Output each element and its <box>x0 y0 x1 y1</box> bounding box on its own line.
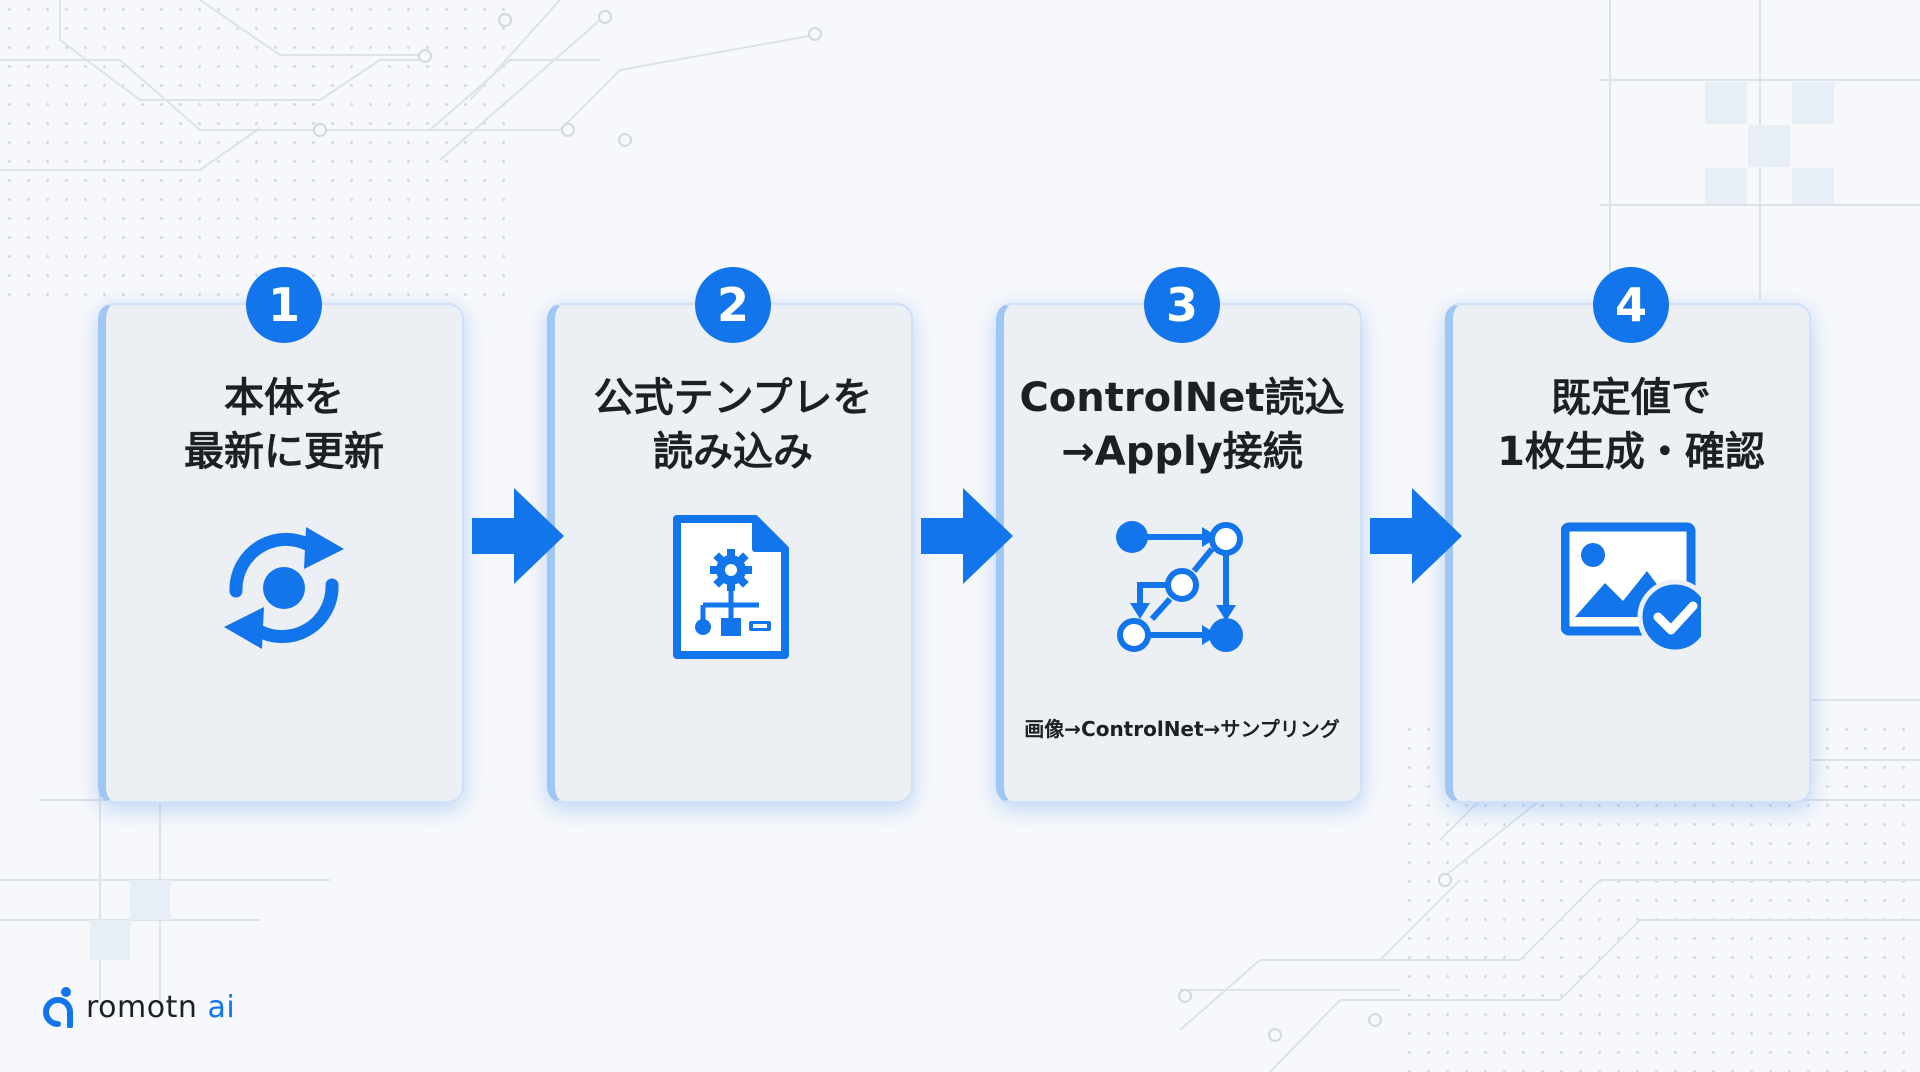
flow-arrow-right-icon <box>472 488 564 584</box>
brand-suffix: ai <box>207 989 236 1025</box>
brand-name: romotn <box>86 989 198 1025</box>
node-connection-icon <box>1116 521 1243 652</box>
refresh-icon <box>224 527 344 649</box>
step-card-1: 1 本体を 最新に更新 <box>98 267 464 803</box>
step-number-badge: 4 <box>1593 267 1669 343</box>
step-number-badge: 1 <box>246 267 322 343</box>
flow-arrow-right-icon <box>921 488 1013 584</box>
image-check-icon <box>1561 522 1701 655</box>
step-title: ControlNet読込 →Apply接続 <box>1019 375 1345 475</box>
step-card-4: 4 既定値で 1枚生成・確認 <box>1445 267 1811 803</box>
step-title: 本体を 最新に更新 <box>184 375 384 475</box>
workflow-file-icon <box>673 515 789 659</box>
background-dot-grid <box>0 0 520 300</box>
flow-arrow-right-icon <box>1370 488 1462 584</box>
step-title: 既定値で 1枚生成・確認 <box>1497 375 1765 475</box>
logo-mark-icon <box>43 987 73 1028</box>
step-number-badge: 3 <box>1144 267 1220 343</box>
step-card-3: 3 ControlNet読込 →Apply接続 画像→ControlNet→サン… <box>996 267 1362 803</box>
step-number-badge: 2 <box>695 267 771 343</box>
step-note: 画像→ControlNet→サンプリング <box>1024 717 1340 741</box>
step-title: 公式テンプレを 読み込み <box>593 375 873 475</box>
brand-wordmark: romotn ai <box>86 990 235 1025</box>
step-card-2: 2 公式テンプレを 読み込み <box>547 267 913 803</box>
brand-logo: romotn ai <box>42 985 235 1029</box>
